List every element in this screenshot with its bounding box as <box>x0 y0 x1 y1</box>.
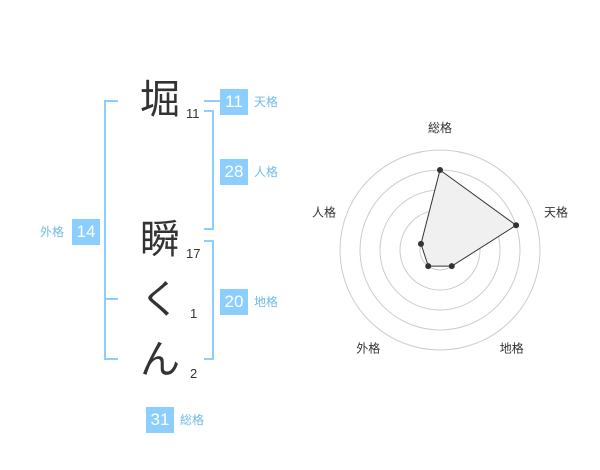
soukaku-label: 総格 <box>180 413 205 427</box>
radar-label: 総格 <box>428 120 452 135</box>
radar-point <box>513 222 520 229</box>
gaikaku-badge: 14 <box>72 219 100 245</box>
tenkaku-connector <box>204 100 220 102</box>
outer-bracket-vertical <box>104 100 106 360</box>
name-char-2: 瞬 <box>140 217 180 263</box>
stroke-count-4: 2 <box>190 366 198 381</box>
jinkaku-badge: 28 <box>220 159 248 185</box>
name-breakdown: 堀 11 瞬 17 く 1 ん 2 11 天格 28 人格 20 地格 外格 1… <box>40 77 279 433</box>
name-char-3: く <box>140 277 180 323</box>
tenkaku-label: 天格 <box>254 95 279 109</box>
outer-bracket-bottom <box>104 358 118 360</box>
radar-point <box>448 263 455 270</box>
stroke-count-3: 1 <box>190 306 198 321</box>
name-char-1: 堀 <box>140 77 180 123</box>
jinkaku-bracket-top <box>204 110 214 112</box>
radar-label: 地格 <box>500 341 524 356</box>
chikaku-bracket-bottom <box>204 358 214 360</box>
outer-bracket-mid <box>104 298 118 300</box>
jinkaku-label: 人格 <box>254 165 279 179</box>
radar-point <box>425 263 432 270</box>
outer-bracket-top <box>104 100 118 102</box>
stroke-count-2: 17 <box>186 246 201 261</box>
soukaku-badge: 31 <box>146 407 174 433</box>
jinkaku-bracket-vertical <box>212 110 214 230</box>
radar-label: 人格 <box>312 204 336 219</box>
chikaku-label: 地格 <box>254 295 279 309</box>
radar-shape <box>417 167 520 270</box>
radar-polygon <box>420 169 517 267</box>
radar-label: 外格 <box>356 341 380 356</box>
radar-point <box>417 240 424 247</box>
chikaku-badge: 20 <box>220 289 248 315</box>
radar-ring <box>339 149 541 351</box>
jinkaku-bracket-bottom <box>204 228 214 230</box>
radar-label: 天格 <box>544 204 568 219</box>
name-char-4: ん <box>140 337 180 383</box>
tenkaku-badge: 11 <box>220 89 248 115</box>
gaikaku-label: 外格 <box>40 225 65 239</box>
stroke-count-1: 11 <box>186 106 200 121</box>
chikaku-bracket-top <box>204 240 214 242</box>
chikaku-bracket-vertical <box>212 240 214 360</box>
radar-point <box>437 167 443 173</box>
